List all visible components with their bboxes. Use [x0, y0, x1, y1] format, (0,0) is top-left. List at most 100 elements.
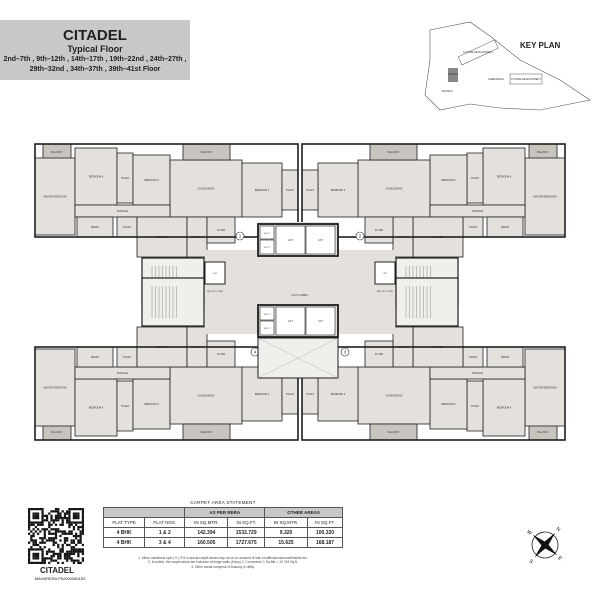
room-label: LIVING/DINING — [386, 395, 403, 398]
flat-number: 1 — [239, 234, 242, 239]
lift — [275, 225, 306, 255]
room-label: BEDROOM 4 — [89, 407, 104, 410]
note: 1. Minor variations upto (+/-) 3% in act… — [138, 556, 308, 560]
cell: 142.394 — [184, 527, 229, 538]
room — [169, 159, 243, 218]
room — [74, 378, 118, 437]
room-label: TOILET — [121, 405, 130, 408]
room-label: BEDROOM 3 — [441, 179, 456, 182]
room-label: FOYER — [217, 353, 226, 356]
room — [206, 216, 236, 244]
room-label: TOILET — [123, 356, 132, 359]
room-label: FOYER — [375, 353, 384, 356]
duct-label: DUCT — [264, 233, 271, 235]
flat-number-marker — [355, 231, 365, 241]
room-label: BALCONY — [537, 151, 549, 154]
room-label: MASTER BEDROOM — [534, 196, 557, 199]
room-label: BALCONY — [51, 151, 63, 154]
room-label: DRESS — [91, 226, 100, 229]
room-label: TOILET — [286, 393, 295, 396]
lift-bank — [257, 223, 339, 257]
room-label: MASTER BEDROOM — [44, 196, 67, 199]
key-plan-label: FUTURE DEVELOPMENT — [511, 78, 541, 81]
table-group-header: AS PER RERA OTHER AREAS — [102, 507, 343, 518]
room — [482, 147, 526, 206]
room-label: TOILET — [123, 226, 132, 229]
diagonal — [257, 337, 339, 379]
room-label: PASSAGE — [472, 372, 484, 375]
column-header: IN SQ.FT. — [307, 517, 343, 528]
room-label: FOYER — [375, 229, 384, 232]
room-label: LIVING/DINING — [198, 395, 215, 398]
room-label: TOILET — [471, 405, 480, 408]
cell: 1727.675 — [227, 537, 266, 548]
flat-number: 2 — [359, 234, 362, 239]
column-header: IN SQ.MTR. — [184, 517, 229, 528]
group-rera: AS PER RERA — [184, 507, 266, 518]
project-title: CITADEL — [63, 27, 127, 44]
room-label: PASSAGE — [472, 210, 484, 213]
duct-label: DUCT — [264, 247, 271, 249]
duct — [259, 225, 275, 240]
column-header: IN SQ.MTR. — [264, 517, 309, 528]
room-label: TOILET — [306, 189, 315, 192]
carpet-area-table: AS PER RERA OTHER AREAS FLAT TYPE FLAT N… — [102, 507, 343, 548]
west-label: W — [525, 529, 533, 537]
flat-outline — [34, 346, 299, 441]
room-label: BEDROOM 4 — [497, 407, 512, 410]
north-label: N — [555, 526, 562, 533]
room-label: PASSAGE — [117, 372, 129, 375]
fire-lift — [374, 261, 396, 285]
key-plan: FUTURE DEVELOPMENTCITADELARCADIAGREENFIE… — [424, 21, 591, 111]
lift-label: LIFT — [288, 239, 293, 242]
room-label: TOILET — [121, 177, 130, 180]
room-label: MASTER BEDROOM — [534, 387, 557, 390]
flat-number-marker — [235, 231, 245, 241]
flat-outline — [34, 143, 299, 238]
room-label: DRESS — [91, 356, 100, 359]
room-label: DRESS — [501, 226, 510, 229]
key-plan-label: GREENFIELD — [488, 78, 504, 81]
room — [524, 157, 566, 236]
room — [364, 340, 394, 368]
flat-outline — [301, 346, 566, 441]
room-label: BALCONY — [201, 151, 213, 154]
room-label: TOILET — [286, 189, 295, 192]
duct — [259, 306, 275, 321]
fire-lift-lobby-label: FIRE LIFT LOBBY — [207, 291, 224, 293]
duct — [259, 320, 275, 336]
cell: 100.320 — [307, 527, 343, 538]
key-plan-boundary — [424, 21, 591, 111]
blank-cell — [102, 507, 186, 518]
column-header: IN SQ.FT. — [227, 517, 266, 528]
rera-number: MAHARERA P52000080153 — [34, 576, 86, 581]
duct-label: DUCT — [264, 314, 271, 316]
room — [482, 378, 526, 437]
fire-lift-lobby-label: FIRE LIFT LOBBY — [377, 291, 394, 293]
cell: 4 BHK — [102, 537, 146, 548]
flat-number: 4 — [254, 350, 257, 355]
cell: 3 & 4 — [144, 537, 186, 548]
lift-label: LIFT — [213, 273, 218, 275]
table-row: 4 BHK 1 & 2 142.394 1532.729 9.320 100.3… — [102, 527, 343, 538]
column-header: FLAT TYPE — [102, 517, 146, 528]
column-header: FLAT NOS. — [144, 517, 186, 528]
qr-code[interactable] — [28, 508, 84, 564]
key-plan-label: ARCADIA — [441, 90, 452, 93]
room-label: DRESS — [501, 356, 510, 359]
cell: 1 & 2 — [144, 527, 186, 538]
cell: 1532.729 — [227, 527, 266, 538]
room — [364, 216, 394, 244]
future-development-block-2 — [509, 73, 543, 85]
floor-type: Typical Floor — [67, 44, 123, 54]
room-label: BALCONY — [201, 431, 213, 434]
qr-caption: CITADEL — [39, 566, 75, 575]
room-label: MASTER BEDROOM — [44, 387, 67, 390]
lift — [305, 306, 336, 336]
lift-label: LIFT — [318, 239, 323, 242]
room — [429, 378, 468, 430]
room-label: BEDROOM 2 — [255, 189, 270, 192]
room-label: TOILET — [469, 226, 478, 229]
